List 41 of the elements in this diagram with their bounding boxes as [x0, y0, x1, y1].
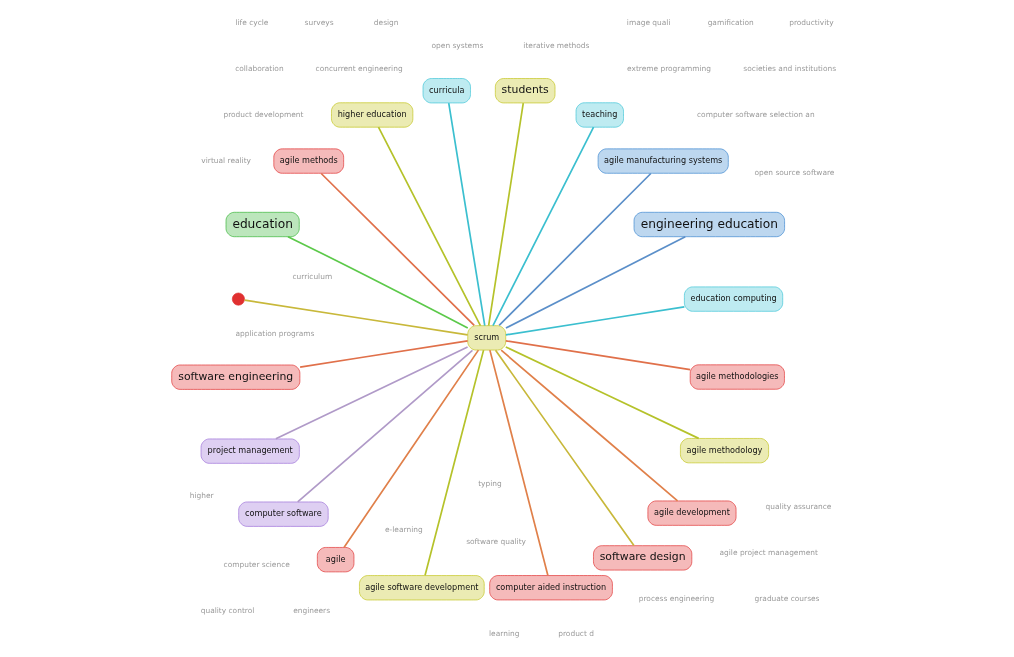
node-box: agile methodology	[680, 438, 769, 464]
node-box: computer software	[238, 501, 329, 527]
node-box: teaching	[575, 102, 624, 128]
node-box: engineering education	[633, 211, 785, 238]
node-box: agile manufacturing systems	[597, 148, 729, 174]
connector	[424, 349, 485, 577]
connector	[500, 349, 679, 502]
connector	[505, 235, 687, 329]
connector	[320, 172, 476, 327]
connector	[275, 346, 469, 440]
connector	[447, 102, 486, 327]
node-circle	[231, 292, 245, 306]
node-box: project management	[200, 438, 300, 464]
connector	[504, 340, 691, 371]
node-box: computer aided instruction	[489, 575, 613, 601]
node-box: education	[225, 211, 300, 238]
connector	[243, 299, 469, 336]
connector	[377, 126, 482, 327]
node-box: agile	[317, 547, 355, 573]
node-box: curricula	[422, 78, 471, 104]
connector	[487, 102, 525, 327]
node-box: higher education	[331, 102, 414, 128]
connector	[296, 349, 474, 503]
node-box: students	[495, 78, 556, 104]
connector	[492, 126, 595, 327]
node-box: software engineering	[171, 364, 301, 390]
connector	[494, 349, 635, 547]
connector	[489, 349, 549, 577]
node-box: agile methodologies	[689, 364, 785, 390]
node-box: agile methods	[273, 148, 344, 174]
node-box: scrum	[467, 325, 507, 351]
connector	[504, 346, 700, 440]
connector	[343, 349, 480, 549]
connector	[505, 305, 686, 336]
node-box: agile development	[647, 500, 737, 526]
connector	[498, 172, 652, 327]
connector	[299, 340, 469, 368]
connector	[287, 235, 469, 329]
node-box: education computing	[684, 286, 784, 312]
node-box: agile software development	[359, 575, 485, 601]
node-box: software design	[593, 545, 693, 571]
